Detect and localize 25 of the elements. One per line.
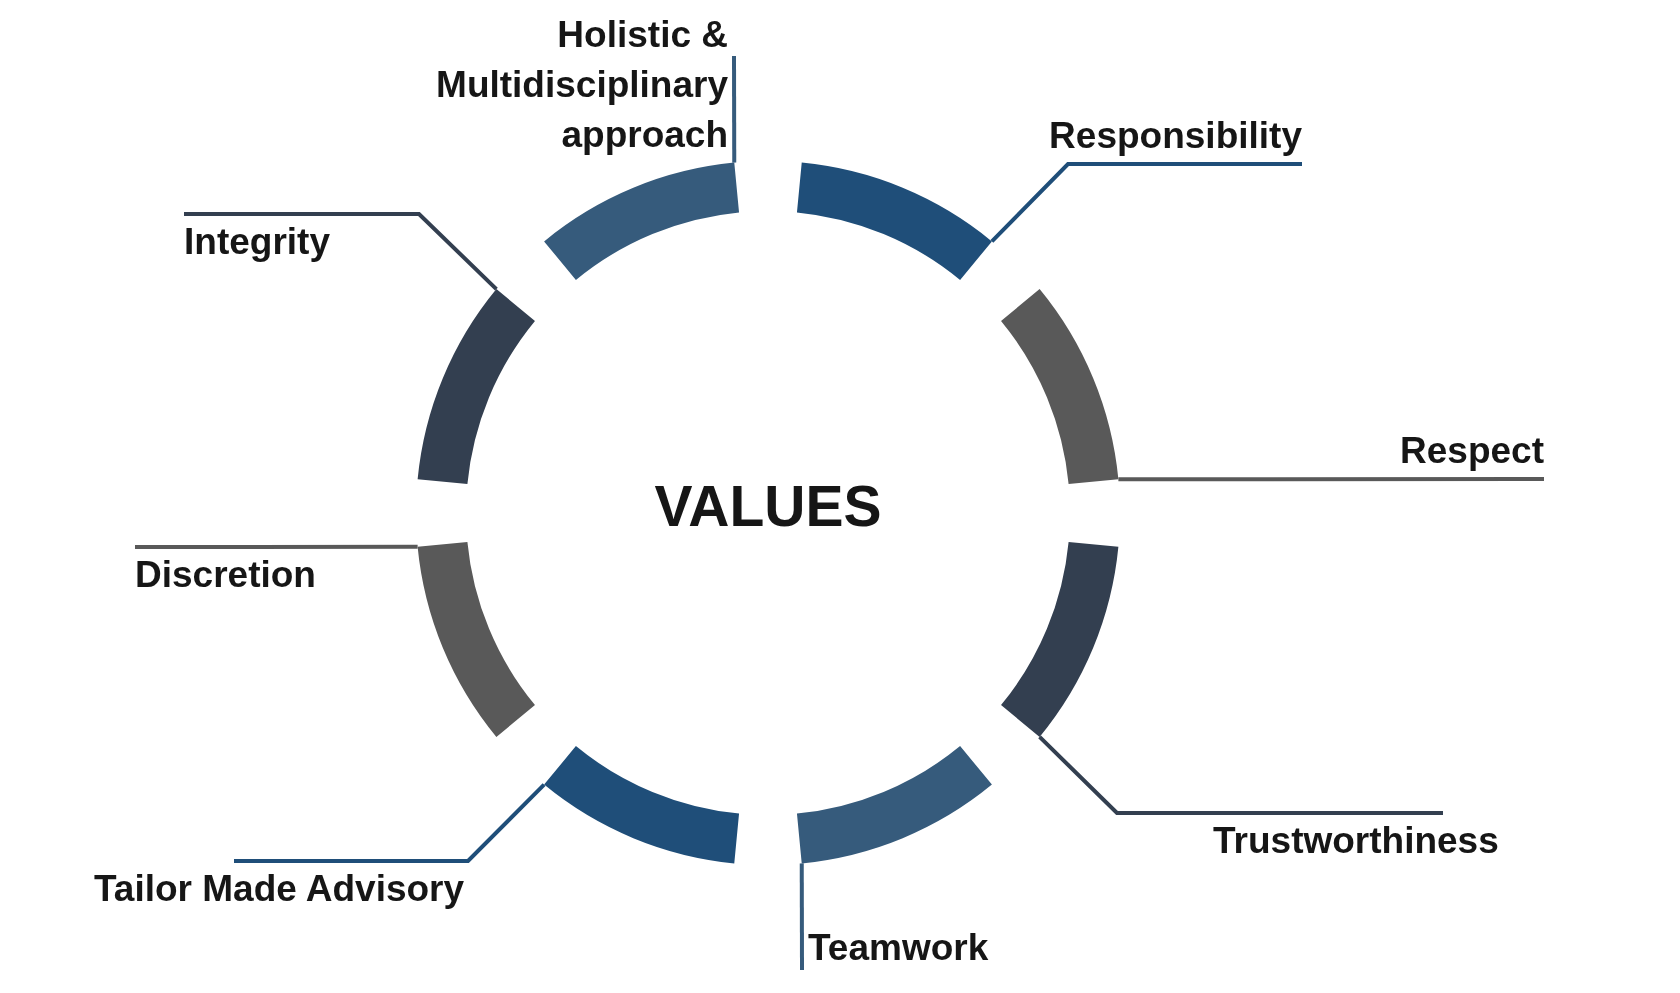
ring-segment [796,162,992,280]
ring-segment [544,746,740,864]
ring-segment [417,289,535,485]
ring-segment [796,746,992,864]
leader-line [184,212,498,291]
leader-line [1118,477,1544,482]
leader-line [135,544,418,549]
value-label: Responsibility [1049,113,1302,158]
ring-segment [1001,541,1119,737]
ring-segment [1001,289,1119,485]
leader-line [732,56,737,163]
value-label: Holistic & Multidisciplinary approach [428,10,728,160]
leader-line [799,863,804,970]
leader-line [234,783,546,863]
value-label: Trustworthiness [1213,819,1499,864]
value-label: Discretion [135,553,316,598]
ring-segment [417,541,535,737]
ring-segment [544,162,740,280]
diagram-title: VALUES [654,474,882,540]
value-label: Tailor Made Advisory [94,867,465,912]
leader-line [1038,735,1443,815]
value-label: Respect [1400,428,1544,473]
value-label: Teamwork [808,925,989,970]
leader-line [990,162,1302,243]
value-label: Integrity [184,220,330,265]
